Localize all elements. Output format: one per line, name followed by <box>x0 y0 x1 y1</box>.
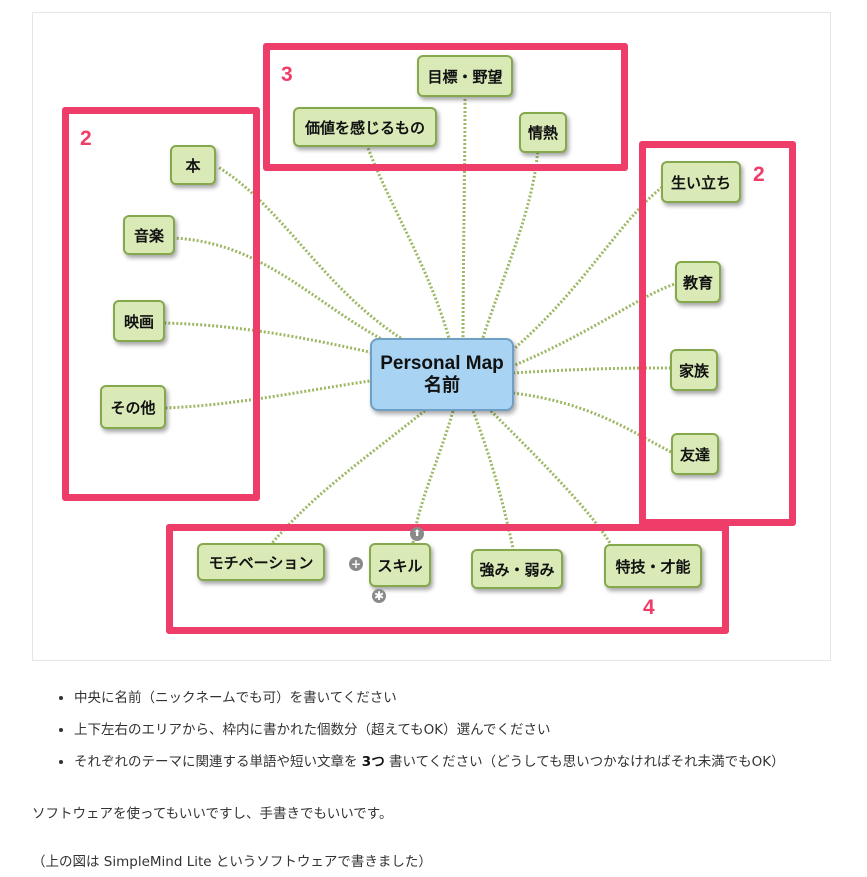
node-kazoku[interactable]: 家族 <box>670 349 718 391</box>
instruction-item: 上下左右のエリアから、枠内に書かれた個数分（超えてもOK）選んでください <box>74 720 864 752</box>
node-mokuhyou[interactable]: 目標・野望 <box>417 55 513 97</box>
center-node[interactable]: Personal Map 名前 <box>370 338 514 411</box>
left-area-count: 2 <box>80 127 92 150</box>
node-ongaku[interactable]: 音楽 <box>123 215 175 255</box>
frame-top <box>263 43 628 171</box>
node-sonota[interactable]: その他 <box>100 385 166 429</box>
frame-left <box>62 107 260 501</box>
instruction-text-3-pre: それぞれのテーマに関連する単語や短い文章を <box>74 754 362 770</box>
instruction-item: 中央に名前（ニックネームでも可）を書いてください <box>74 688 864 720</box>
style-star-icon[interactable]: ✱ <box>372 589 386 603</box>
connector-tokugi <box>486 406 615 549</box>
connector-ongaku <box>172 236 444 367</box>
mindmap-figure: 2 3 2 4 Personal Map 名前 本 音楽 映画 その他 価値を感… <box>32 12 831 661</box>
instruction-text-1: 中央に名前（ニックネームでも可）を書いてください <box>74 690 397 706</box>
connector-kyouiku <box>507 281 679 370</box>
node-eiga[interactable]: 映画 <box>113 300 165 342</box>
bottom-area-count: 4 <box>643 596 655 619</box>
connector-jounetsu <box>476 147 540 354</box>
instruction-list: 中央に名前（ニックネームでも可）を書いてください 上下左右のエリアから、枠内に書… <box>52 688 864 784</box>
frame-bottom <box>166 524 729 634</box>
collapse-up-icon[interactable]: ⬆ <box>410 527 424 541</box>
center-node-name: 名前 <box>424 374 460 396</box>
connector-tsuyomi <box>471 410 515 549</box>
top-area-count: 3 <box>281 63 293 86</box>
node-kyouiku[interactable]: 教育 <box>675 261 721 303</box>
node-tsuyomi[interactable]: 強み・弱み <box>471 549 563 589</box>
node-tomodachi[interactable]: 友達 <box>671 433 719 475</box>
node-kachi[interactable]: 価値を感じるもの <box>293 107 437 147</box>
center-node-title: Personal Map <box>380 352 504 374</box>
add-node-icon[interactable]: + <box>349 557 363 571</box>
connector-oitachi <box>502 181 669 360</box>
node-tokugi[interactable]: 特技・才能 <box>604 544 702 588</box>
node-oitachi[interactable]: 生い立ち <box>661 161 741 203</box>
instruction-text-3-count: 3つ <box>361 754 385 770</box>
frame-right <box>639 141 796 526</box>
instruction-item: それぞれのテーマに関連する単語や短い文章を 3つ 書いてください（どうしても思い… <box>74 752 864 784</box>
connector-mokuhyou <box>461 97 467 354</box>
node-hon[interactable]: 本 <box>170 145 216 185</box>
node-motivation[interactable]: モチベーション <box>197 543 325 581</box>
paragraph-software: ソフトウェアを使ってもいいですし、手書きでもいいです。 <box>32 806 393 822</box>
node-skill[interactable]: スキル <box>369 543 431 587</box>
node-jounetsu[interactable]: 情熱 <box>519 112 567 153</box>
instruction-text-2: 上下左右のエリアから、枠内に書かれた個数分（超えてもOK）選んでください <box>74 722 551 738</box>
right-area-count: 2 <box>753 163 765 186</box>
connector-kazoku <box>512 366 674 375</box>
connector-kachi <box>366 147 455 354</box>
instruction-text-3-post: 書いてください（どうしても思いつかなければそれ未満でもOK） <box>384 754 785 770</box>
paragraph-figure-credit: （上の図は SimpleMind Lite というソフトウェアで書きました） <box>32 854 432 870</box>
